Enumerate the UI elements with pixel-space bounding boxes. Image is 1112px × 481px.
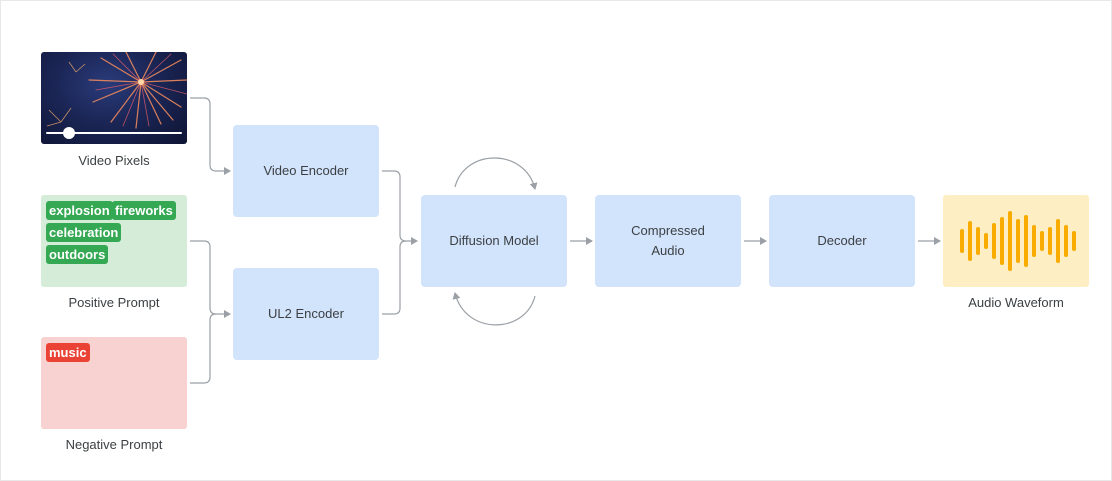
prompt-tag: celebration [46,223,122,242]
diffusion-model-box: Diffusion Model [421,195,567,287]
ul2-encoder-label: UL2 Encoder [268,306,344,321]
video-encoder-box: Video Encoder [233,125,379,217]
compressed-audio-box: Compressed Audio [595,195,741,287]
audio-waveform-box [943,195,1089,287]
diffusion-model-label: Diffusion Model [449,233,539,248]
video-pixels-thumbnail [41,52,187,144]
audio-waveform-label: Audio Waveform [968,295,1064,310]
decoder-box: Decoder [769,195,915,287]
fireworks-image [46,52,187,129]
prompt-tag: explosion [46,201,113,220]
prompt-tag: fireworks [112,201,176,220]
negative-prompt-box: music [41,337,187,429]
compressed-audio-label-line2: Audio [651,243,685,258]
video-pixels-label: Video Pixels [78,153,150,168]
negative-prompt-label: Negative Prompt [65,437,163,452]
prompt-tag: outdoors [46,245,109,264]
waveform-icon [960,211,1076,271]
video-encoder-label: Video Encoder [263,163,349,178]
prompt-tag: music [46,343,90,362]
video-progress-track[interactable] [46,132,182,134]
positive-prompt-box: explosion fireworks celebration outdoors [41,195,187,287]
decoder-label: Decoder [817,233,867,248]
compressed-audio-label-line1: Compressed [631,223,705,238]
ul2-encoder-box: UL2 Encoder [233,268,379,360]
video-progress-handle[interactable] [63,127,76,139]
positive-prompt-label: Positive Prompt [68,295,160,310]
